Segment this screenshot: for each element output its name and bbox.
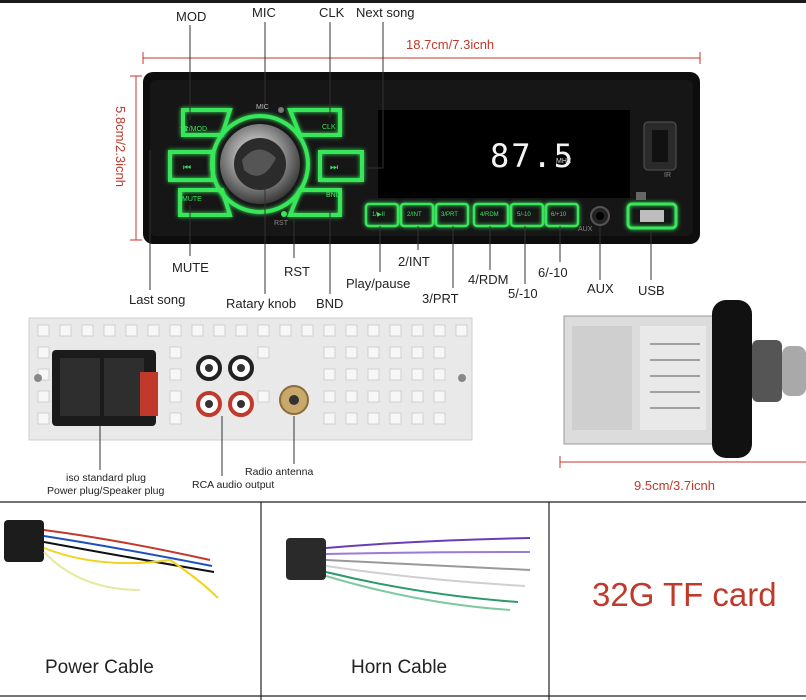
height-dimension-line (130, 75, 142, 241)
faceplate-ir: IR (664, 172, 671, 179)
key-6: 6/+10 (551, 212, 567, 218)
rca-jacks (196, 355, 254, 417)
caption-power-speaker: Power plug/Speaker plug (47, 485, 165, 497)
callout-usb: USB (638, 283, 665, 298)
callout-lines (149, 22, 652, 294)
callout-plus10: 6/-10 (538, 265, 568, 280)
caption-antenna: Radio antenna (245, 466, 314, 478)
dimension-depth: 9.5cm/3.7icnh (634, 478, 715, 493)
depth-dimension-line (559, 456, 806, 468)
bottom-grid (0, 501, 806, 700)
callout-rdm: 4/RDM (468, 272, 509, 287)
top-border (0, 0, 806, 3)
rotary-knob (210, 114, 310, 214)
callout-mute: MUTE (172, 260, 209, 275)
callout-minus10: 5/-10 (508, 286, 538, 301)
faceplate-clk: CLK (322, 124, 336, 131)
callout-prt: 3/PRT (422, 291, 459, 306)
display-unit: MHZ (556, 158, 572, 165)
horn-cable-image (286, 537, 531, 611)
svg-text:⏭: ⏭ (330, 162, 338, 172)
faceplate-rst: RST (274, 220, 288, 227)
key-3: 3/PRT (441, 212, 458, 218)
side-view-face (712, 300, 752, 458)
display-frequency: 87.5 (490, 137, 576, 175)
faceplate-bnd: BND (326, 192, 341, 199)
usb-port (626, 202, 678, 230)
callout-int: 2/INT (398, 254, 430, 269)
dimension-width: 18.7cm/7.3icnh (406, 37, 495, 52)
callout-play-pause: Play/pause (346, 276, 411, 291)
callout-next-song: Next song (356, 5, 415, 20)
key-4: 4/RDM (480, 212, 499, 218)
display-screen (378, 110, 630, 198)
caption-rca: RCA audio output (192, 479, 275, 491)
callout-rotary-knob: Ratary knob (226, 296, 297, 311)
callout-bnd: BND (316, 296, 344, 311)
callout-mod: MOD (176, 9, 207, 24)
callout-mic: MIC (252, 5, 276, 20)
faceplate-mod: ☎/MOD (180, 126, 207, 133)
caption-iso: iso standard plug (66, 472, 146, 484)
rear-vents (37, 324, 468, 425)
faceplate-aux: AUX (578, 226, 593, 233)
key-2: 2/INT (407, 212, 422, 218)
key-1: 1/▶II (372, 212, 385, 218)
svg-text:⏮: ⏮ (183, 162, 191, 172)
callout-aux: AUX (587, 281, 614, 296)
callout-clk: CLK (319, 5, 345, 20)
power-cable-label: Power Cable (45, 657, 154, 678)
callout-rst: RST (284, 264, 310, 279)
key-5: 5/-10 (517, 212, 531, 218)
callout-last-song: Last song (129, 292, 186, 307)
power-cable-image (4, 520, 219, 599)
faceplate-mic: MIC (256, 104, 269, 111)
width-dimension-line (142, 52, 701, 64)
faceplate-mute: MUTE (182, 196, 202, 203)
horn-cable-label: Horn Cable (351, 657, 448, 678)
number-keys (364, 202, 580, 228)
dimension-height: 5.8cm/2.3icnh (113, 106, 128, 187)
tf-card-label: 32G TF card (592, 576, 777, 613)
